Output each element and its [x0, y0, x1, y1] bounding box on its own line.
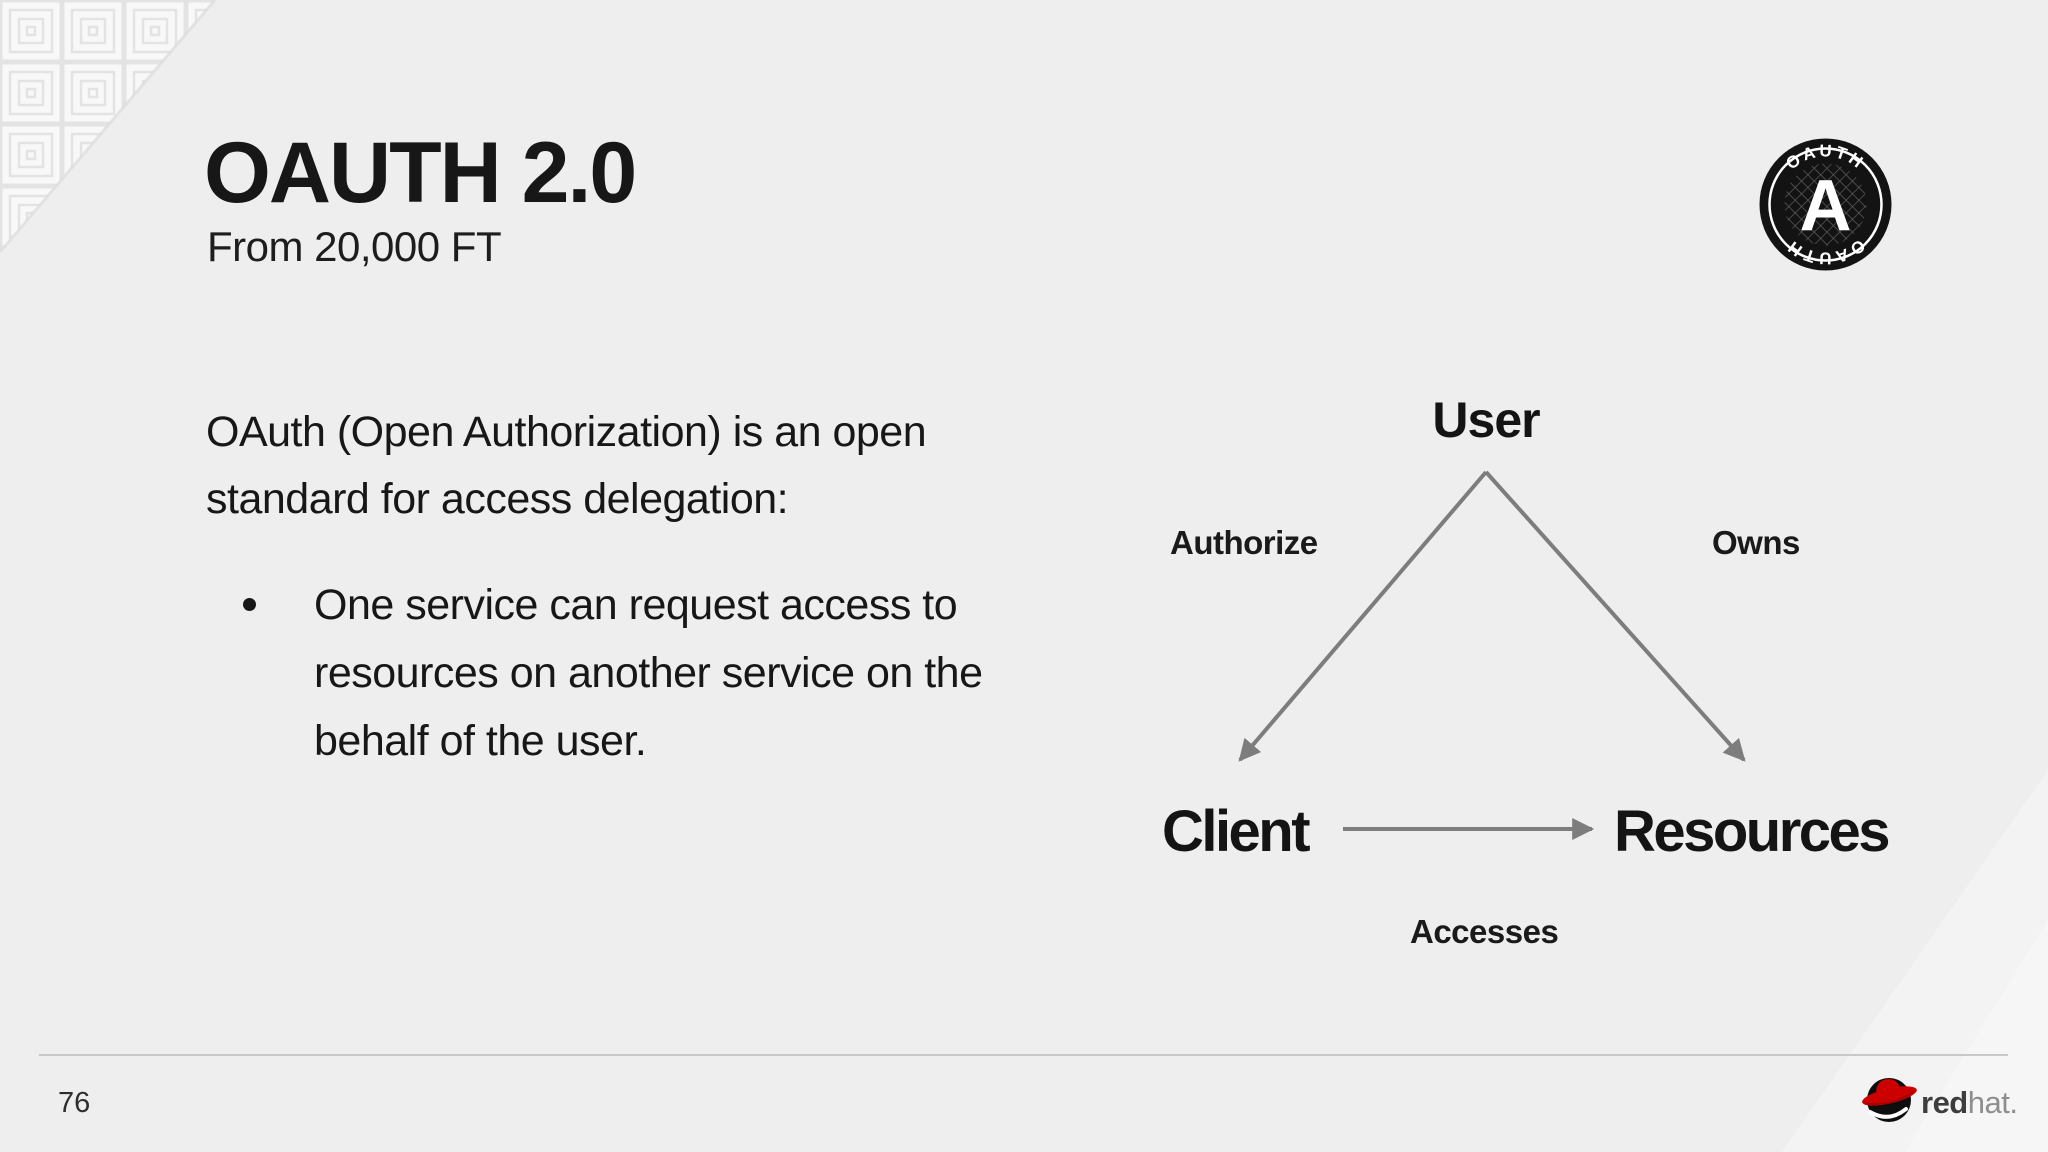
- diagram-node-user: User: [1432, 392, 1540, 448]
- arrow-user-to-resources: [1484, 470, 1746, 762]
- edge-label-accesses: Accesses: [1410, 913, 1559, 950]
- brand-red-text: red: [1921, 1085, 1968, 1120]
- page-title: OAUTH 2.0: [204, 125, 637, 221]
- footer-divider: [39, 1054, 2008, 1056]
- oauth-badge-icon: OAUTH OAUTH A: [1759, 138, 1892, 271]
- edge-label-authorize: Authorize: [1170, 524, 1318, 561]
- page-subtitle: From 20,000 FT: [207, 223, 502, 270]
- body-paragraph: OAuth (Open Authorization) is an open st…: [206, 408, 927, 523]
- edge-label-owns: Owns: [1712, 524, 1800, 561]
- arrow-user-to-client: [1238, 470, 1488, 762]
- badge-letter: A: [1800, 166, 1852, 246]
- redhat-shadowman-icon: [1862, 1078, 1917, 1122]
- diagram-node-client: Client: [1161, 799, 1311, 864]
- diagram-node-resources: Resources: [1613, 799, 1891, 864]
- bullet-item: One service can request access to resour…: [314, 581, 983, 765]
- brand-hat-text: hat.: [1967, 1085, 2018, 1120]
- page-number: 76: [58, 1087, 91, 1119]
- bullet-dot: [243, 598, 256, 611]
- corner-pattern-decoration: [0, 0, 217, 253]
- redhat-wordmark: redhat.: [1921, 1085, 2018, 1120]
